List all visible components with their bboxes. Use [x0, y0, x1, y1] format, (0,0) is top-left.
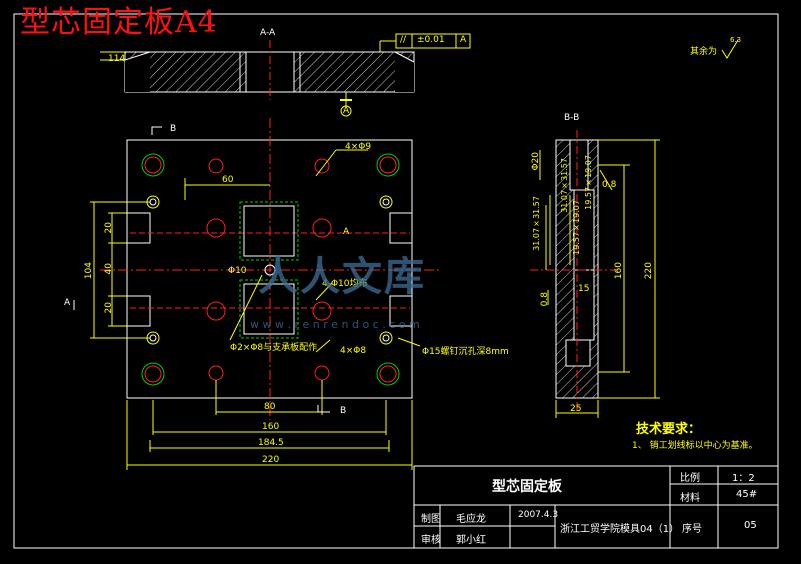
- plan-dimensions: [90, 149, 421, 470]
- dim-60: 60: [222, 175, 234, 185]
- callout-4-phi10: 4-Φ10均布: [322, 279, 368, 289]
- title-block-material-label: 材料: [680, 493, 700, 504]
- banner-title: 型芯固定板A4: [20, 5, 218, 40]
- tech-req-title: 技术要求：: [636, 422, 702, 437]
- section-b-b-view: [530, 130, 620, 410]
- title-block-part-name: 型芯固定板: [492, 479, 562, 495]
- title-block-checked-label: 审核: [421, 535, 441, 546]
- title-block-serial-value: 05: [744, 520, 757, 531]
- datum-a-label-2: A: [343, 227, 350, 237]
- dim-20b: 20: [104, 302, 114, 314]
- bb-dim-0-8a: 0.8: [602, 180, 617, 190]
- flatness-datum: A: [460, 35, 467, 45]
- cut-b-top-label: B: [170, 124, 177, 134]
- title-block-serial-label: 序号: [682, 524, 702, 535]
- roughness-note: 其余为: [690, 47, 718, 57]
- flatness-value: ±0.01: [417, 35, 445, 45]
- flatness-symbol: //: [400, 35, 407, 45]
- title-block-drawn-label: 制图: [421, 514, 441, 525]
- section-bb-label: B-B: [564, 113, 580, 123]
- title-block-school: 浙江工贸学院模具04（1）: [560, 524, 680, 535]
- cut-a-left-label: A: [64, 298, 71, 308]
- callout-4x-phi8: 4×Φ8: [340, 346, 367, 356]
- title-block-scale-value: 1：2: [732, 473, 755, 484]
- cut-b-bottom-label: B: [340, 406, 347, 416]
- roughness-symbol: [721, 39, 739, 59]
- roughness-value: 6.3: [730, 36, 742, 44]
- datum-a-label: A: [343, 106, 350, 116]
- cut-plane-markers: [73, 126, 330, 413]
- title-block-checked-name: 郭小红: [456, 535, 486, 546]
- watermark-url: w w w . r e n r e n d o c . c o m: [250, 318, 420, 331]
- bb-dim-160: 160: [614, 262, 624, 280]
- section-b-b-dimensions: [539, 139, 660, 418]
- dim-40: 40: [104, 263, 114, 275]
- bb-dim-220: 220: [644, 262, 654, 280]
- dim-220: 220: [262, 455, 280, 465]
- bb-dim-r4: 19.57×19.07: [584, 155, 593, 210]
- title-block-material-value: 45#: [736, 489, 758, 500]
- dim-104: 104: [84, 262, 94, 280]
- dim-20a: 20: [104, 222, 114, 234]
- dim-80: 80: [264, 402, 276, 412]
- callout-2x-phi8: Φ2×Φ8与支承板配作: [230, 343, 318, 353]
- callout-phi10: Φ10: [228, 266, 247, 276]
- drawing-border: [13, 13, 779, 549]
- section-aa-label: A-A: [260, 28, 276, 38]
- title-block-drawn-name: 毛应龙: [456, 514, 486, 525]
- bb-dim-15: 15: [578, 284, 590, 294]
- section-a-a-view: [100, 40, 415, 100]
- dim-184-5: 184.5: [258, 438, 284, 448]
- tech-req-item: 1、 销工划线标以中心为基准。: [632, 441, 758, 451]
- bb-dim-r3: 31.07×31.57: [560, 158, 569, 213]
- datum-a-marker: [340, 92, 352, 117]
- callout-phi15: Φ15螺钉沉孔深8mm: [422, 347, 509, 357]
- watermark-brand: 人人文库: [258, 254, 426, 300]
- dim-114: 114: [108, 54, 126, 64]
- title-block-date: 2007.4.3: [518, 510, 559, 520]
- bb-dim-25: 25: [570, 404, 582, 414]
- dim-160: 160: [262, 422, 280, 432]
- plan-view: [100, 118, 440, 420]
- bb-dim-r2: 19.57×19.07: [572, 200, 581, 255]
- title-block-scale-label: 比例: [680, 473, 700, 484]
- callout-4x-phi9: 4×Φ9: [345, 142, 372, 152]
- bb-phi20: Φ20: [531, 152, 541, 171]
- bb-dim-r1: 31.07×31.57: [532, 196, 541, 251]
- flatness-tolerance-frame: [379, 33, 471, 52]
- title-block-frame: [413, 465, 779, 549]
- bb-dim-0-8b: 0.8: [540, 292, 550, 307]
